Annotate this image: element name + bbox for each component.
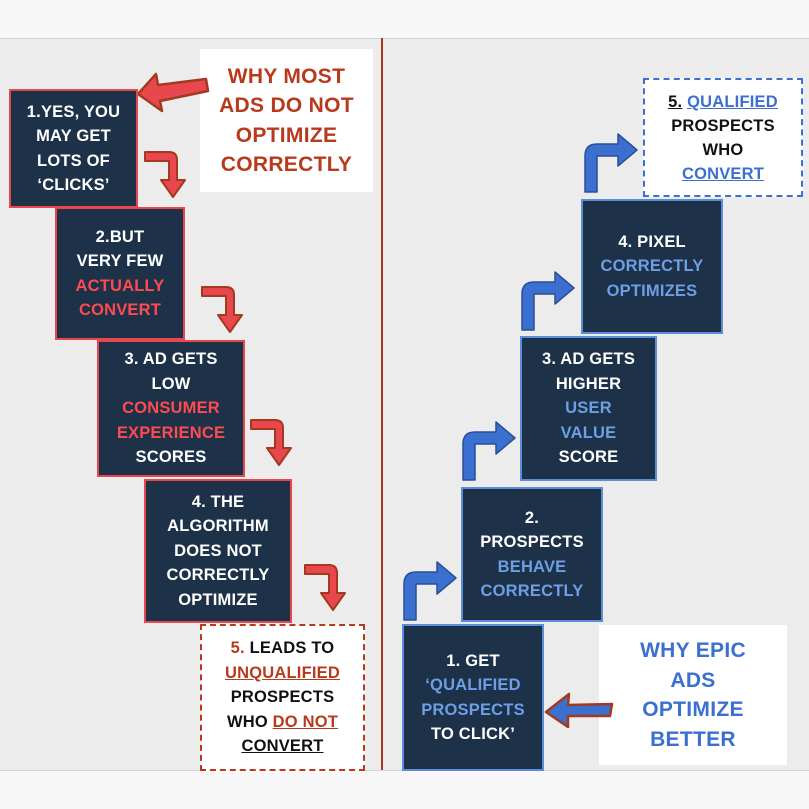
bent-arrow-up-icon — [521, 271, 575, 331]
left-result-line1: 5. LEADS TO — [231, 636, 335, 661]
right-step-1: 1. GET ‘QUALIFIED PROSPECTS TO CLICK’ — [402, 624, 544, 771]
step-text: VERY FEW — [76, 252, 164, 270]
right-step-3: 3. AD GETS HIGHER USER VALUE SCORE — [520, 336, 657, 481]
step-text: ‘CLICKS’ — [37, 176, 110, 194]
step-text: 1.YES, YOU — [26, 102, 121, 121]
step-text: CORRECTLY — [166, 566, 270, 585]
step-text: 1. GET — [446, 651, 500, 670]
right-callout-line: WHY EPIC — [640, 639, 746, 662]
step-text: 3. AD GETS — [541, 350, 636, 369]
left-callout-line: OPTIMIZE — [235, 123, 338, 147]
result-text: WHO — [702, 140, 744, 159]
step-highlight: CORRECTLY — [600, 257, 704, 276]
left-step-3: 3. AD GETS LOW CONSUMER EXPERIENCE SCORE… — [97, 340, 245, 477]
step-text: DOES NOT — [174, 541, 262, 560]
left-callout-line: CORRECTLY — [220, 153, 353, 176]
right-result: 5. QUALIFIED PROSPECTS WHO CONVERT — [643, 78, 803, 197]
right-callout-arrow-icon — [544, 692, 614, 729]
left-step-1: 1.YES, YOU MAY GET LOTS OF ‘CLICKS’ — [9, 89, 138, 208]
result-text: PROSPECTS — [230, 688, 335, 707]
right-callout: WHY EPIC ADS OPTIMIZE BETTER — [599, 625, 787, 765]
step-text: 2.BUT — [95, 227, 145, 246]
step-text: SCORE — [558, 448, 619, 467]
left-callout: WHY MOST ADS DO NOT OPTIMIZE CORRECTLY — [200, 49, 373, 192]
result-text: LEADS TO — [244, 639, 335, 658]
step-text: PROSPECTS — [480, 533, 584, 551]
bent-arrow-up-icon — [403, 561, 457, 621]
step-highlight: CONVERT — [78, 301, 162, 319]
right-step-4: 4. PIXEL CORRECTLY OPTIMIZES — [581, 199, 723, 334]
result-text: WHO — [226, 712, 273, 731]
left-step-2: 2.BUT VERY FEW ACTUALLY CONVERT — [55, 207, 185, 340]
center-divider — [381, 38, 383, 770]
result-highlight: QUALIFIED — [687, 92, 778, 111]
bent-arrow-down-icon — [144, 151, 186, 198]
bent-arrow-up-icon — [584, 133, 638, 193]
step-text: 3. AD GETS — [124, 350, 218, 369]
step-text: 2. — [524, 508, 540, 527]
top-rule — [0, 38, 809, 39]
result-highlight: UNQUALIFIED — [225, 663, 340, 682]
result-number: 5. — [230, 639, 245, 658]
left-result: 5. LEADS TO UNQUALIFIED PROSPECTS WHO DO… — [200, 624, 365, 771]
step-text: TO CLICK’ — [431, 725, 515, 743]
step-text: ALGORITHM — [167, 517, 269, 536]
step-highlight: ‘QUALIFIED — [425, 676, 521, 694]
bent-arrow-down-icon — [201, 286, 243, 333]
step-text: LOTS OF — [37, 151, 110, 170]
bent-arrow-down-icon — [250, 419, 292, 466]
right-result-line1: 5. QUALIFIED — [668, 90, 778, 114]
left-result-line4: WHO DO NOT — [227, 710, 338, 735]
step-highlight: EXPERIENCE — [116, 423, 226, 442]
result-highlight: DO NOT — [272, 712, 339, 731]
left-step-4: 4. THE ALGORITHM DOES NOT CORRECTLY OPTI… — [144, 479, 292, 623]
step-text: LOW — [151, 374, 191, 393]
right-callout-line: OPTIMIZE — [642, 698, 744, 721]
step-text: HIGHER — [555, 374, 622, 393]
bent-arrow-up-icon — [462, 421, 516, 481]
step-text: 4. THE — [191, 492, 245, 511]
step-highlight: PROSPECTS — [421, 700, 525, 719]
result-text: PROSPECTS — [671, 116, 775, 135]
left-callout-line: ADS DO NOT — [219, 94, 354, 117]
step-highlight: VALUE — [560, 423, 617, 442]
result-text: CONVERT — [241, 737, 324, 756]
bent-arrow-down-icon — [304, 564, 346, 611]
right-callout-line: BETTER — [650, 727, 736, 751]
step-text: 4. PIXEL — [618, 232, 686, 251]
step-text: SCORES — [135, 448, 207, 467]
step-text: MAY GET — [36, 127, 111, 145]
step-highlight: OPTIMIZES — [606, 281, 698, 300]
step-highlight: BEHAVE — [497, 557, 567, 576]
step-highlight: CORRECTLY — [480, 582, 584, 600]
right-callout-line: ADS — [670, 668, 716, 692]
left-callout-arrow-icon — [136, 72, 210, 113]
step-text: OPTIMIZE — [178, 590, 258, 609]
right-step-2: 2. PROSPECTS BEHAVE CORRECTLY — [461, 487, 603, 622]
step-highlight: USER — [565, 399, 612, 418]
step-highlight: ACTUALLY — [75, 276, 165, 295]
step-highlight: CONSUMER — [122, 399, 220, 418]
left-callout-line: WHY MOST — [227, 64, 346, 88]
result-highlight: CONVERT — [681, 164, 765, 183]
result-number: 5. — [668, 92, 683, 111]
